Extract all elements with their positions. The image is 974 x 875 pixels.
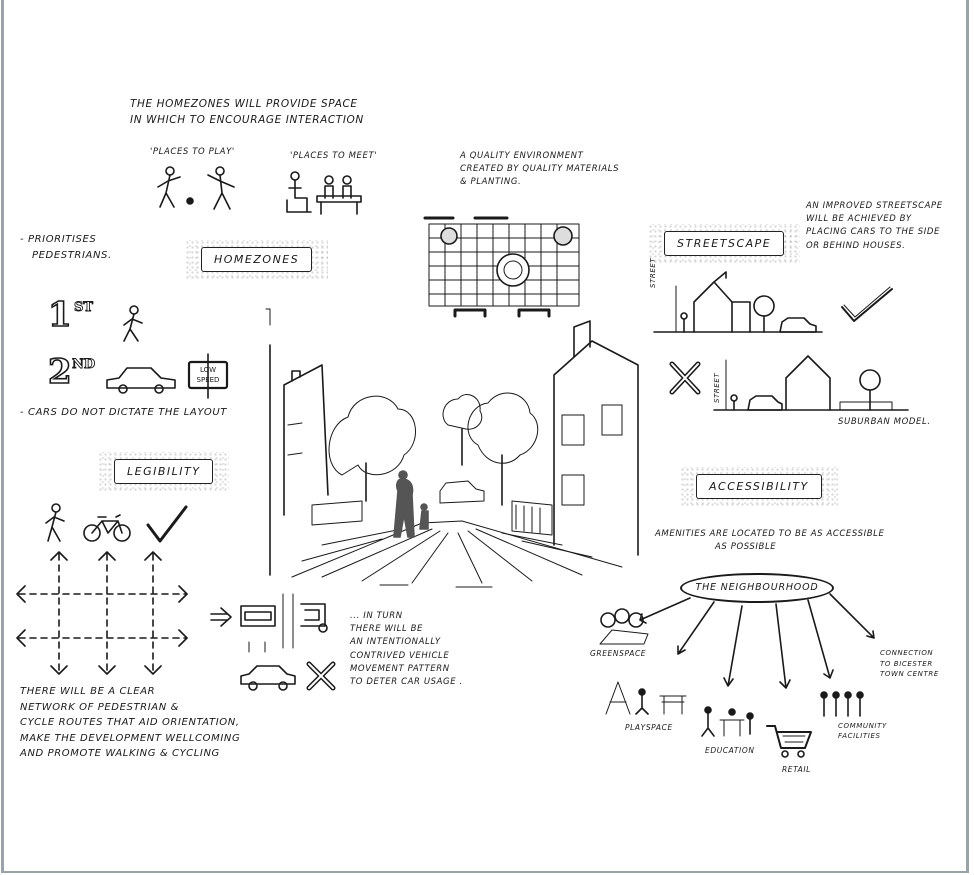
greenspace-icon: [599, 608, 649, 645]
neighbourhood-hub: THE NEIGHBOURHOOD: [680, 573, 834, 603]
legibility-title-tag: LEGIBILITY: [98, 452, 229, 491]
meeting-figures-icon: [286, 171, 362, 215]
svg-text:SPEED: SPEED: [197, 376, 220, 384]
street-label-top: STREET: [649, 257, 657, 288]
suburban-model-label: SUBURBAN MODEL.: [838, 417, 931, 427]
approved-check-icon: [841, 286, 893, 322]
low-speed-sign-icon: LOW SPEED: [187, 353, 229, 399]
accessibility-note: AMENITIES ARE LOCATED TO BE AS ACCESSIBL…: [655, 529, 885, 553]
education-label: EDUCATION: [705, 746, 755, 755]
walk-cycle-tick-icons: [45, 503, 188, 543]
car-icon: [106, 367, 176, 394]
legibility-grid-diagram: [16, 551, 188, 675]
greenspace-label: GREENSPACE: [590, 649, 647, 658]
pedestrian-icon: [123, 305, 143, 342]
community-facilities-icon: [820, 691, 864, 717]
places-to-play-label: 'PLACES TO PLAY': [150, 147, 235, 157]
retail-label: RETAIL: [782, 765, 811, 774]
contrived-vehicle-diagram: [210, 593, 336, 691]
second-priority-suffix: ND: [72, 357, 96, 373]
streetscape-good-sketch: [653, 271, 823, 333]
quality-plan-sketch: [423, 216, 580, 318]
street-perspective-sketch: [265, 308, 639, 588]
rejected-cross-icon: [669, 361, 701, 395]
cars-layout-note: - CARS DO NOT DICTATE THE LAYOUT: [20, 407, 227, 418]
playspace-label: PLAYSPACE: [625, 723, 673, 732]
homezones-title-tag: HOMEZONES: [185, 240, 328, 279]
retail-icon: [766, 725, 812, 758]
education-icon: [701, 706, 754, 737]
accessibility-title-tag: ACCESSIBILITY: [680, 467, 838, 506]
play-figures-icon: [157, 166, 235, 210]
playspace-icon: [605, 681, 687, 715]
first-priority-number: 1: [47, 294, 72, 336]
second-priority-number: 2: [47, 351, 72, 393]
places-to-meet-label: 'PLACES TO MEET': [290, 151, 378, 161]
suburban-model-sketch: [713, 355, 909, 411]
street-label-bottom: STREET: [713, 372, 721, 403]
svg-text:LOW: LOW: [200, 366, 216, 374]
streetscape-title-tag: STREETSCAPE: [648, 224, 800, 263]
first-priority-suffix: ST: [74, 300, 94, 316]
